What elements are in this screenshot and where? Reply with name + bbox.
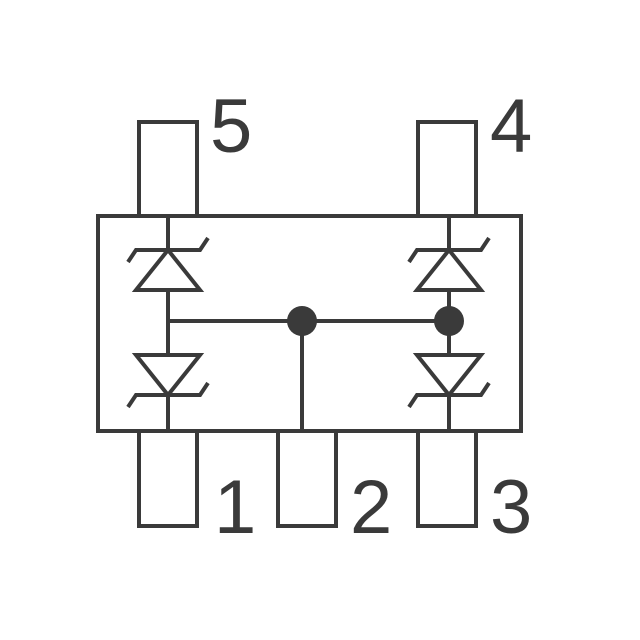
pin-4-lead: [416, 120, 478, 218]
tvs-diode-right-upper: [407, 236, 491, 292]
tvs-diode-left-upper: [126, 236, 210, 292]
pin-2-label: 2: [350, 465, 392, 550]
junction-dot-right: [434, 306, 464, 336]
pin-5-label: 5: [210, 84, 252, 169]
pin-4-label: 4: [490, 84, 532, 169]
tvs-diode-left-lower: [126, 353, 210, 409]
pin-3-label: 3: [490, 465, 532, 550]
pin-2-lead: [276, 429, 338, 528]
pin-3-lead: [416, 429, 478, 528]
pin-1-label: 1: [214, 465, 256, 550]
junction-dot-center: [287, 306, 317, 336]
pin-5-lead: [137, 120, 199, 218]
pin-1-lead: [137, 429, 199, 528]
tvs-diode-right-lower: [407, 353, 491, 409]
